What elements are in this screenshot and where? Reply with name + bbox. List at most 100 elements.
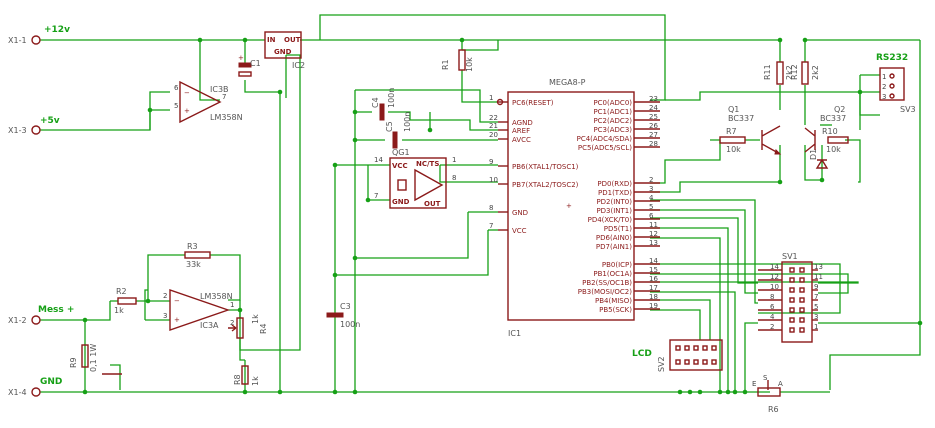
transistor-q2[interactable]: Q2 BC337 bbox=[804, 105, 846, 153]
sv2-pad bbox=[711, 359, 717, 365]
net-label: +12v bbox=[44, 25, 70, 35]
pot-r6[interactable]: E A S R6 bbox=[752, 374, 783, 414]
mcu-pin-number: 18 bbox=[649, 293, 658, 301]
resistor-r11[interactable]: R11 2k2 bbox=[763, 61, 794, 85]
mcu-pin-label: PC6(RESET) bbox=[512, 99, 554, 107]
junction-dot bbox=[277, 89, 283, 95]
connector-x1-3[interactable]: X1-3 +5v bbox=[8, 116, 60, 135]
mcu-pin-label: PB6(XTAL1/TOSC1) bbox=[512, 163, 579, 171]
mcu-pin-number: 26 bbox=[649, 122, 658, 130]
mcu-pin-number: 20 bbox=[489, 131, 498, 139]
capacitor-c1[interactable]: + C1 bbox=[238, 54, 261, 77]
transistor-q1[interactable]: Q1 BC337 bbox=[728, 105, 782, 155]
connector-x1-4[interactable]: X1-4 GND bbox=[8, 377, 62, 397]
sv1-pad bbox=[799, 307, 805, 313]
mcu-pin-label: PB5(SCK) bbox=[599, 306, 632, 314]
junction-dot bbox=[365, 197, 371, 203]
mcu-right-pins: PC0(ADC0)23PC1(ADC1)24PC2(ADC2)25PC3(ADC… bbox=[577, 95, 660, 314]
junction-dot bbox=[777, 37, 783, 43]
mcu-pin-label: PD6(AIN0) bbox=[596, 234, 632, 242]
mcu-pin-label: PC2(ADC2) bbox=[593, 117, 632, 125]
trimmer-r4[interactable]: 2 R4 1k bbox=[228, 314, 268, 339]
junction-dot bbox=[717, 389, 723, 395]
mcu-pin-number: 13 bbox=[649, 239, 658, 247]
r9-value: 0,1 1W bbox=[89, 344, 98, 372]
junction-dot bbox=[677, 389, 683, 395]
junction-dot bbox=[352, 255, 358, 261]
wire-layer bbox=[40, 14, 921, 393]
capacitor-c5[interactable]: C5 100n bbox=[385, 112, 412, 149]
junction-dot bbox=[352, 109, 358, 115]
resistor-r8[interactable]: R8 1k bbox=[233, 365, 260, 386]
diode-d1[interactable]: D1 bbox=[809, 149, 829, 169]
net-label: +5v bbox=[40, 116, 60, 126]
resistor-r7[interactable]: R7 10k bbox=[719, 127, 746, 154]
oscillator-qg1[interactable]: QG1 VCC NC/TS GND OUT 14 7 1 8 bbox=[374, 148, 456, 209]
connector-x1-2[interactable]: X1-2 Mess + bbox=[8, 305, 74, 325]
mcu-pin-number: 14 bbox=[649, 257, 658, 265]
resistor-r9[interactable]: R9 0,1 1W bbox=[69, 344, 98, 372]
r7-value: 10k bbox=[726, 145, 741, 154]
opamp-a-type: LM358N bbox=[200, 292, 233, 301]
sv1-label: SV1 bbox=[782, 252, 798, 261]
junction-dot bbox=[819, 177, 825, 183]
opamp-ic3b[interactable]: − + IC3B LM358N 6 5 7 bbox=[174, 80, 243, 124]
connector-label: X1-4 bbox=[8, 388, 27, 397]
r4-label: R4 bbox=[259, 323, 268, 334]
mcu-pin-number: 6 bbox=[649, 212, 654, 220]
capacitor-c3[interactable]: C3 100n bbox=[326, 302, 360, 329]
svg-text:2: 2 bbox=[163, 292, 167, 300]
svg-text:2: 2 bbox=[230, 319, 234, 327]
svg-text:S: S bbox=[763, 374, 768, 382]
junction-dot bbox=[237, 307, 243, 313]
svg-text:−: − bbox=[184, 89, 190, 97]
svg-text:7: 7 bbox=[222, 93, 226, 101]
connector-x1-1[interactable]: X1-1 +12v bbox=[8, 25, 70, 45]
mcu-pin-number: 5 bbox=[649, 203, 653, 211]
junction-dot bbox=[427, 127, 433, 133]
sv1-pin-number: 13 bbox=[814, 263, 823, 271]
resistor-r10[interactable]: R10 10k bbox=[822, 127, 849, 154]
mcu-pin-number: 3 bbox=[649, 185, 653, 193]
sv1-pad bbox=[789, 327, 795, 333]
mcu-pin-label: PB4(MISO) bbox=[595, 297, 632, 305]
junction-dot bbox=[147, 107, 153, 113]
junction-dot bbox=[82, 389, 88, 395]
resistor-r12[interactable]: R12 2k2 bbox=[790, 61, 820, 85]
mcu-pin-number: 27 bbox=[649, 131, 658, 139]
regulator-ic2[interactable]: IN OUT GND IC2 bbox=[264, 31, 305, 70]
sv2-pad bbox=[711, 345, 717, 351]
resistor-r2[interactable]: R2 1k bbox=[114, 287, 137, 315]
mcu-ic1[interactable]: MEGA8-P IC1 + PC6(RESET)1AGND22AREF21AVC… bbox=[489, 78, 660, 338]
mcu-pin-number: 21 bbox=[489, 122, 498, 130]
capacitor-c4[interactable]: C4 100n bbox=[371, 88, 396, 121]
sv2-pad bbox=[675, 345, 681, 351]
sv2-pins bbox=[675, 345, 717, 365]
sv1-pin-number: 5 bbox=[814, 303, 818, 311]
header-sv3[interactable]: RS232 SV3 123 bbox=[876, 53, 916, 114]
rs232-label: RS232 bbox=[876, 53, 908, 63]
junction-dot bbox=[332, 389, 338, 395]
d1-label: D1 bbox=[809, 149, 818, 160]
mcu-pin-label: AREF bbox=[512, 127, 530, 135]
resistor-r1[interactable]: R1 10k bbox=[441, 49, 474, 72]
regulator-out-label: OUT bbox=[284, 36, 301, 44]
mcu-pin-number: 24 bbox=[649, 104, 658, 112]
mcu-pin-label: PB0(ICP) bbox=[602, 261, 632, 269]
svg-text:1: 1 bbox=[230, 301, 234, 309]
mcu-name: IC1 bbox=[508, 329, 521, 338]
sv1-pin-number: 9 bbox=[814, 283, 818, 291]
connector-label: X1-2 bbox=[8, 316, 27, 325]
mcu-pin-number: 12 bbox=[649, 230, 658, 238]
sv2-pad bbox=[702, 359, 708, 365]
mcu-pin-label: PB2(SS/OC1B) bbox=[582, 279, 632, 287]
sv1-pin-number: 11 bbox=[814, 273, 823, 281]
svg-text:+: + bbox=[184, 107, 190, 115]
r11-value: 2k2 bbox=[785, 65, 794, 80]
opamp-ic3a[interactable]: − + LM358N IC3A 2 3 1 bbox=[163, 289, 234, 331]
resistor-r3[interactable]: R3 33k bbox=[184, 242, 211, 269]
header-sv2[interactable]: LCD SV2 bbox=[632, 339, 723, 372]
mcu-pin-label: PC4(ADC4/SDA) bbox=[577, 135, 633, 143]
svg-text:3: 3 bbox=[163, 312, 167, 320]
